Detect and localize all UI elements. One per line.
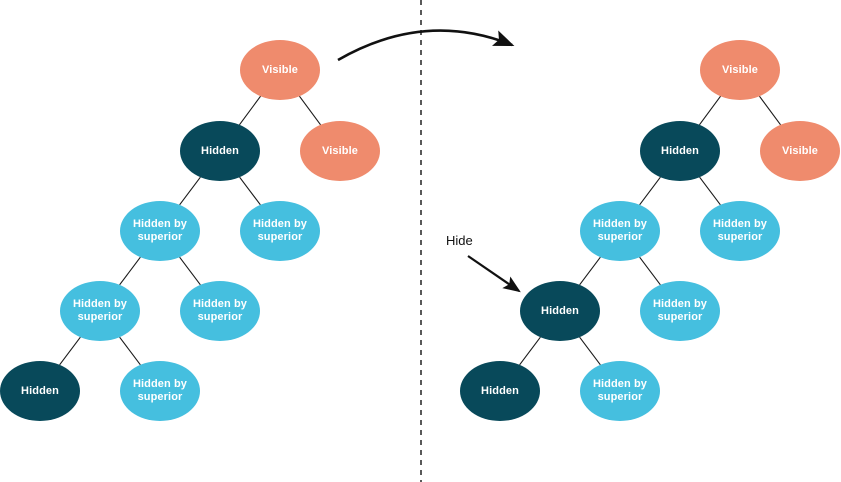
tree-node-label: Hidden by superior: [252, 218, 308, 243]
tree-node-label: Hidden by superior: [652, 298, 708, 323]
tree-node-label: Hidden: [201, 144, 239, 157]
tree-edge: [639, 256, 661, 286]
tree-node-label: Visible: [262, 63, 298, 76]
tree-node-label: Visible: [782, 144, 818, 157]
tree-node-hidden-by-superior[interactable]: Hidden by superior: [60, 281, 140, 341]
tree-node-label: Hidden by superior: [132, 218, 188, 243]
tree-edge: [579, 336, 601, 366]
tree-node-hidden[interactable]: Hidden: [640, 121, 720, 181]
tree-node-hidden[interactable]: Hidden: [0, 361, 80, 421]
tree-edge: [298, 95, 322, 126]
tree-node-label: Hidden: [21, 384, 59, 397]
tree-edge: [579, 256, 601, 286]
tree-node-hidden-by-superior[interactable]: Hidden by superior: [580, 201, 660, 261]
tree-node-hidden-by-superior[interactable]: Hidden by superior: [120, 201, 200, 261]
tree-edge: [699, 176, 721, 206]
tree-edge: [639, 176, 661, 206]
tree-node-hidden[interactable]: Hidden: [460, 361, 540, 421]
tree-edge: [59, 336, 81, 366]
tree-node-label: Hidden by superior: [192, 298, 248, 323]
hide-annotation-label: Hide: [446, 233, 473, 248]
tree-edge: [179, 256, 201, 286]
tree-edge: [238, 95, 262, 126]
tree-node-visible[interactable]: Visible: [760, 121, 840, 181]
tree-node-label: Hidden: [481, 384, 519, 397]
tree-node-label: Hidden by superior: [592, 218, 648, 243]
tree-node-label: Hidden by superior: [132, 378, 188, 403]
tree-node-hidden-by-superior[interactable]: Hidden by superior: [120, 361, 200, 421]
tree-node-label: Hidden by superior: [712, 218, 768, 243]
tree-node-label: Hidden by superior: [72, 298, 128, 323]
tree-node-label: Hidden: [541, 304, 579, 317]
tree-node-visible[interactable]: Visible: [700, 40, 780, 100]
tree-node-hidden[interactable]: Hidden: [180, 121, 260, 181]
tree-node-label: Hidden by superior: [592, 378, 648, 403]
transition-arrow-icon: [337, 29, 515, 62]
tree-node-hidden-by-superior[interactable]: Hidden by superior: [240, 201, 320, 261]
tree-node-label: Hidden: [661, 144, 699, 157]
tree-node-label: Visible: [722, 63, 758, 76]
tree-node-visible[interactable]: Visible: [300, 121, 380, 181]
tree-edge: [239, 176, 261, 206]
tree-node-hidden-by-superior[interactable]: Hidden by superior: [180, 281, 260, 341]
tree-node-hidden-by-superior[interactable]: Hidden by superior: [640, 281, 720, 341]
tree-edge: [698, 95, 722, 126]
tree-edge: [519, 336, 541, 366]
tree-edge: [119, 256, 141, 286]
tree-edge: [179, 176, 201, 206]
tree-edge: [758, 95, 782, 126]
tree-node-visible[interactable]: Visible: [240, 40, 320, 100]
tree-node-hidden-by-superior[interactable]: Hidden by superior: [700, 201, 780, 261]
hide-arrow-icon: [467, 255, 521, 293]
tree-edge: [119, 336, 141, 366]
tree-node-hidden-by-superior[interactable]: Hidden by superior: [580, 361, 660, 421]
tree-node-label: Visible: [322, 144, 358, 157]
tree-node-hidden[interactable]: Hidden: [520, 281, 600, 341]
